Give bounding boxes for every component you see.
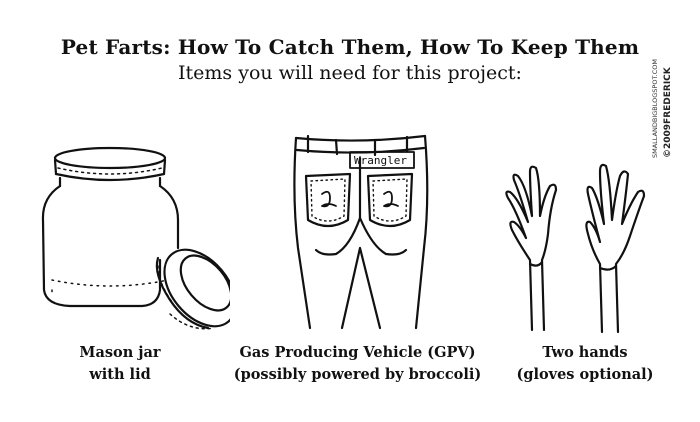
credit-name: ©2009FREDERICK bbox=[663, 66, 673, 158]
caption-line: (gloves optional) bbox=[516, 366, 654, 383]
caption-line: Mason jar bbox=[79, 344, 161, 361]
caption-line: Gas Producing Vehicle (GPV) bbox=[239, 344, 476, 361]
credit-watermark: SMALLANDBIGBLOGSPOT.COM ©2009FREDERICK bbox=[646, 50, 676, 160]
caption-line: with lid bbox=[89, 366, 151, 383]
wrangler-label: Wrangler bbox=[354, 154, 407, 167]
two-hands-caption: Two hands (gloves optional) bbox=[505, 342, 665, 386]
gpv-caption: Gas Producing Vehicle (GPV) (possibly po… bbox=[230, 342, 485, 386]
comic-title: Pet Farts: How To Catch Them, How To Kee… bbox=[60, 35, 640, 59]
mason-jar-drawing bbox=[30, 140, 230, 340]
mason-jar-caption: Mason jar with lid bbox=[50, 342, 190, 386]
caption-line: Two hands bbox=[542, 344, 628, 361]
credit-url: SMALLANDBIGBLOGSPOT.COM bbox=[651, 59, 659, 158]
caption-line: (possibly powered by broccoli) bbox=[233, 366, 482, 383]
comic-subtitle: Items you will need for this project: bbox=[178, 62, 522, 84]
two-hands-drawing bbox=[492, 150, 662, 340]
jeans-drawing: Wrangler bbox=[280, 128, 440, 338]
